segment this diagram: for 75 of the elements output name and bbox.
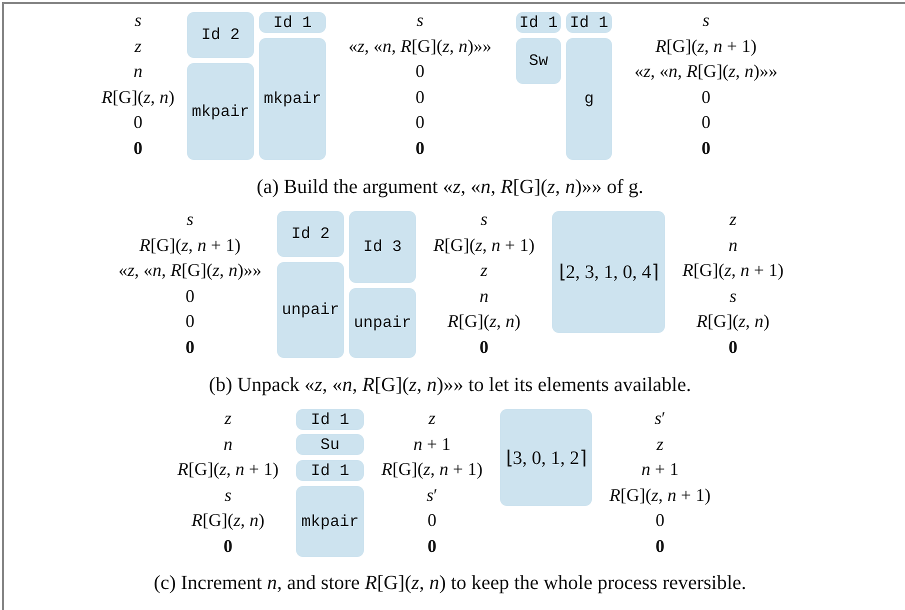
- stack-value: z: [224, 409, 232, 427]
- stack-value: 0: [728, 338, 738, 356]
- stack-value: R[G](z, n): [102, 88, 174, 106]
- stack-value: n + 1: [641, 460, 679, 478]
- stack-value: 0: [428, 536, 436, 554]
- stack-value: 0: [416, 113, 424, 131]
- function-block: unpair: [349, 288, 416, 358]
- stack-value: z: [428, 409, 436, 427]
- function-block: Sw: [516, 38, 561, 84]
- stack-value: 0: [186, 312, 194, 330]
- stack-value: 0: [416, 138, 424, 156]
- stack-value: z: [730, 210, 736, 228]
- stack-value: R[G](z, n): [696, 312, 770, 330]
- function-block: mkpair: [259, 38, 326, 160]
- stack-value: 0: [702, 88, 710, 106]
- stack-value: R[G](z, n + 1): [177, 460, 279, 478]
- stack-value: z: [656, 434, 664, 452]
- stack-value: 0: [416, 88, 424, 106]
- function-block: g: [566, 38, 612, 160]
- subfigure-caption: (b) Unpack «z, «n, R[G](z, n)»» to let its elements available.: [208, 375, 692, 395]
- stack-value: R[G](z, n + 1): [139, 236, 241, 254]
- function-block: Su: [296, 434, 364, 455]
- function-block: Id 2: [277, 211, 344, 257]
- stack-value: «z, «n, R[G](z, n)»»: [118, 261, 262, 279]
- stack-value: z: [480, 261, 488, 279]
- stack-value: 0: [134, 113, 142, 131]
- stack-value: R[G](z, n + 1): [682, 261, 784, 279]
- stack-value: 0: [656, 536, 664, 554]
- subfigure-caption: (c) Increment n, and store R[G](z, n) to keep the whole process reversible.: [154, 573, 746, 593]
- stack-value: s′: [426, 486, 438, 504]
- stack-value: n: [134, 62, 142, 80]
- stack-value: 0: [656, 511, 664, 529]
- stack-value: s: [224, 486, 232, 504]
- function-block: Id 1: [296, 409, 364, 430]
- function-block: Id 2: [187, 12, 254, 58]
- function-block: Id 1: [296, 460, 364, 481]
- stack-value: R[G](z, n): [192, 511, 264, 529]
- function-block: mkpair: [296, 486, 364, 557]
- stack-value: s′: [654, 409, 666, 427]
- function-block: mkpair: [187, 63, 254, 160]
- stack-value: n: [480, 286, 488, 304]
- stack-value: n: [224, 434, 232, 452]
- function-block: ⌊2, 3, 1, 0, 4⌉: [552, 211, 665, 333]
- stack-value: n + 1: [413, 434, 451, 452]
- stack-value: s: [730, 286, 736, 304]
- function-block: Id 3: [349, 211, 416, 283]
- stack-value: R[G](z, n + 1): [655, 36, 757, 54]
- stack-value: s: [702, 11, 710, 29]
- stack-value: 0: [480, 338, 488, 356]
- stack-value: s: [416, 11, 424, 29]
- function-block: Id 1: [259, 12, 326, 33]
- stack-value: 0: [702, 138, 710, 156]
- subfigure-caption: (a) Build the argument «z, «n, R[G](z, n)»» of g.: [256, 177, 644, 197]
- stack-value: 0: [428, 511, 436, 529]
- stack-value: s: [134, 11, 142, 29]
- stack-value: z: [134, 36, 142, 54]
- stack-value: 0: [134, 138, 142, 156]
- stack-value: R[G](z, n): [448, 312, 520, 330]
- function-block: Id 1: [516, 12, 561, 33]
- stack-value: 0: [416, 62, 424, 80]
- stack-value: s: [480, 210, 488, 228]
- function-block: unpair: [277, 262, 344, 358]
- stack-value: 0: [224, 536, 232, 554]
- stack-value: R[G](z, n + 1): [381, 460, 483, 478]
- stack-value: «z, «n, R[G](z, n)»»: [348, 36, 492, 54]
- stack-value: R[G](z, n + 1): [609, 486, 711, 504]
- function-block: Id 1: [566, 12, 612, 33]
- function-block: ⌊3, 0, 1, 2⌉: [500, 409, 592, 506]
- stack-value: R[G](z, n + 1): [433, 236, 535, 254]
- stack-value: s: [186, 210, 194, 228]
- stack-value: 0: [702, 113, 710, 131]
- stack-value: 0: [186, 338, 194, 356]
- stack-value: n: [728, 236, 738, 254]
- stack-value: «z, «n, R[G](z, n)»»: [634, 62, 778, 80]
- stack-value: 0: [186, 286, 194, 304]
